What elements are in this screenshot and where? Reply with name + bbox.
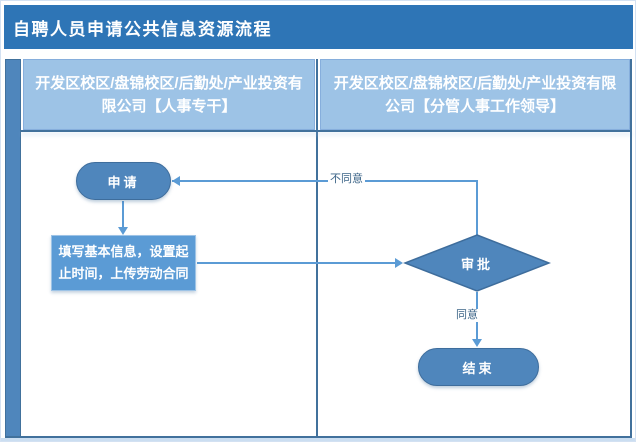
arrowhead-down-icon [118, 227, 128, 235]
page-title: 自聘人员申请公共信息资源流程 [13, 19, 272, 39]
lane-header-right: 开发区校区/盘锦校区/后勤处/产业投资有限公司【分管人事工作领导】 [320, 59, 630, 130]
lane-header-right-label: 开发区校区/盘锦校区/后勤处/产业投资有限公司【分管人事工作领导】 [333, 74, 617, 115]
arrowhead-right-icon [395, 258, 403, 268]
lane-header-left: 开发区校区/盘锦校区/后勤处/产业投资有限公司【人事专干】 [23, 59, 315, 130]
node-approve: 审批 [402, 234, 552, 292]
lane-body-bottom-border [5, 436, 632, 438]
phase-strip [5, 59, 21, 437]
lane-body-top-border [21, 130, 632, 132]
lane-header-left-label: 开发区校区/盘锦校区/后勤处/产业投资有限公司【人事专干】 [35, 74, 303, 115]
node-end: 结束 [418, 348, 539, 386]
arrowhead-left-icon [172, 176, 180, 186]
title-bar: 自聘人员申请公共信息资源流程 [4, 5, 633, 49]
connector-disagree-horizontal [172, 180, 478, 182]
decision-diamond-shape [402, 234, 552, 292]
node-approve-label: 审批 [460, 256, 493, 272]
edge-label-agree: 同意 [454, 309, 480, 322]
connector-disagree-vertical [476, 182, 478, 235]
node-end-label: 结束 [462, 360, 495, 376]
arrowhead-down-icon [472, 339, 482, 347]
node-apply-label: 申请 [107, 174, 140, 190]
node-fill-info: 填写基本信息，设置起止时间，上传劳动合同 [51, 235, 196, 291]
edge-label-disagree: 不同意 [328, 173, 365, 186]
node-fill-info-label: 填写基本信息，设置起止时间，上传劳动合同 [58, 244, 189, 281]
node-apply: 申请 [76, 162, 171, 200]
lane-body-right-border [630, 59, 632, 437]
connector-apply-to-fill [122, 201, 124, 228]
connector-fill-to-approve [197, 262, 395, 264]
page-bottom-strip [1, 438, 635, 441]
lane-divider [316, 59, 318, 437]
